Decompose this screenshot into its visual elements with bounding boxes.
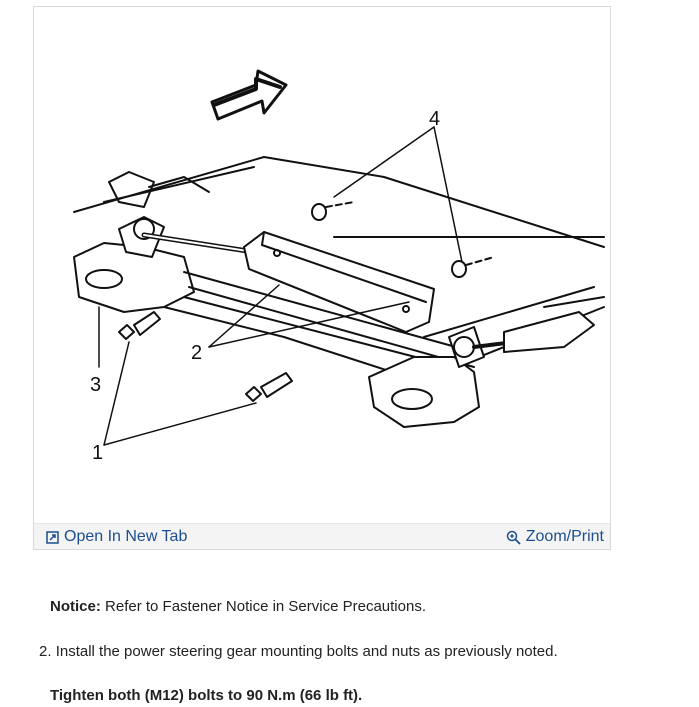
callout-2: 2 xyxy=(191,342,202,364)
callout-1: 1 xyxy=(92,442,103,464)
notice-label: Notice: xyxy=(50,598,101,615)
direction-arrow-icon xyxy=(210,69,288,121)
callout-3: 3 xyxy=(90,374,101,396)
step-instruction: 2. Install the power steering gear mount… xyxy=(39,643,558,661)
zoom-icon xyxy=(506,530,521,545)
zoom-print-link[interactable]: Zoom/Print xyxy=(506,528,604,546)
callout-4: 4 xyxy=(429,108,440,130)
bolt-lower xyxy=(245,372,293,402)
notice-paragraph: Notice: Refer to Fastener Notice in Serv… xyxy=(50,598,426,616)
figure-toolbar: Open In New Tab Zoom/Print xyxy=(34,523,610,549)
step-text: Install the power steering gear mounting… xyxy=(55,643,558,660)
figure-container: 4 2 3 1 Open In New Tab xyxy=(33,6,611,550)
bolt-upper xyxy=(118,311,161,340)
open-in-new-tab-link[interactable]: Open In New Tab xyxy=(46,528,187,546)
step-number: 2. xyxy=(39,643,52,660)
steering-gear-diagram: 4 2 3 1 xyxy=(73,69,605,464)
zoom-print-label: Zoom/Print xyxy=(525,528,604,545)
notice-text: Refer to Fastener Notice in Service Prec… xyxy=(105,598,426,615)
open-in-new-tab-icon xyxy=(46,530,59,544)
open-in-new-tab-label: Open In New Tab xyxy=(64,528,188,545)
torque-specification: Tighten both (M12) bolts to 90 N.m (66 l… xyxy=(50,687,363,704)
